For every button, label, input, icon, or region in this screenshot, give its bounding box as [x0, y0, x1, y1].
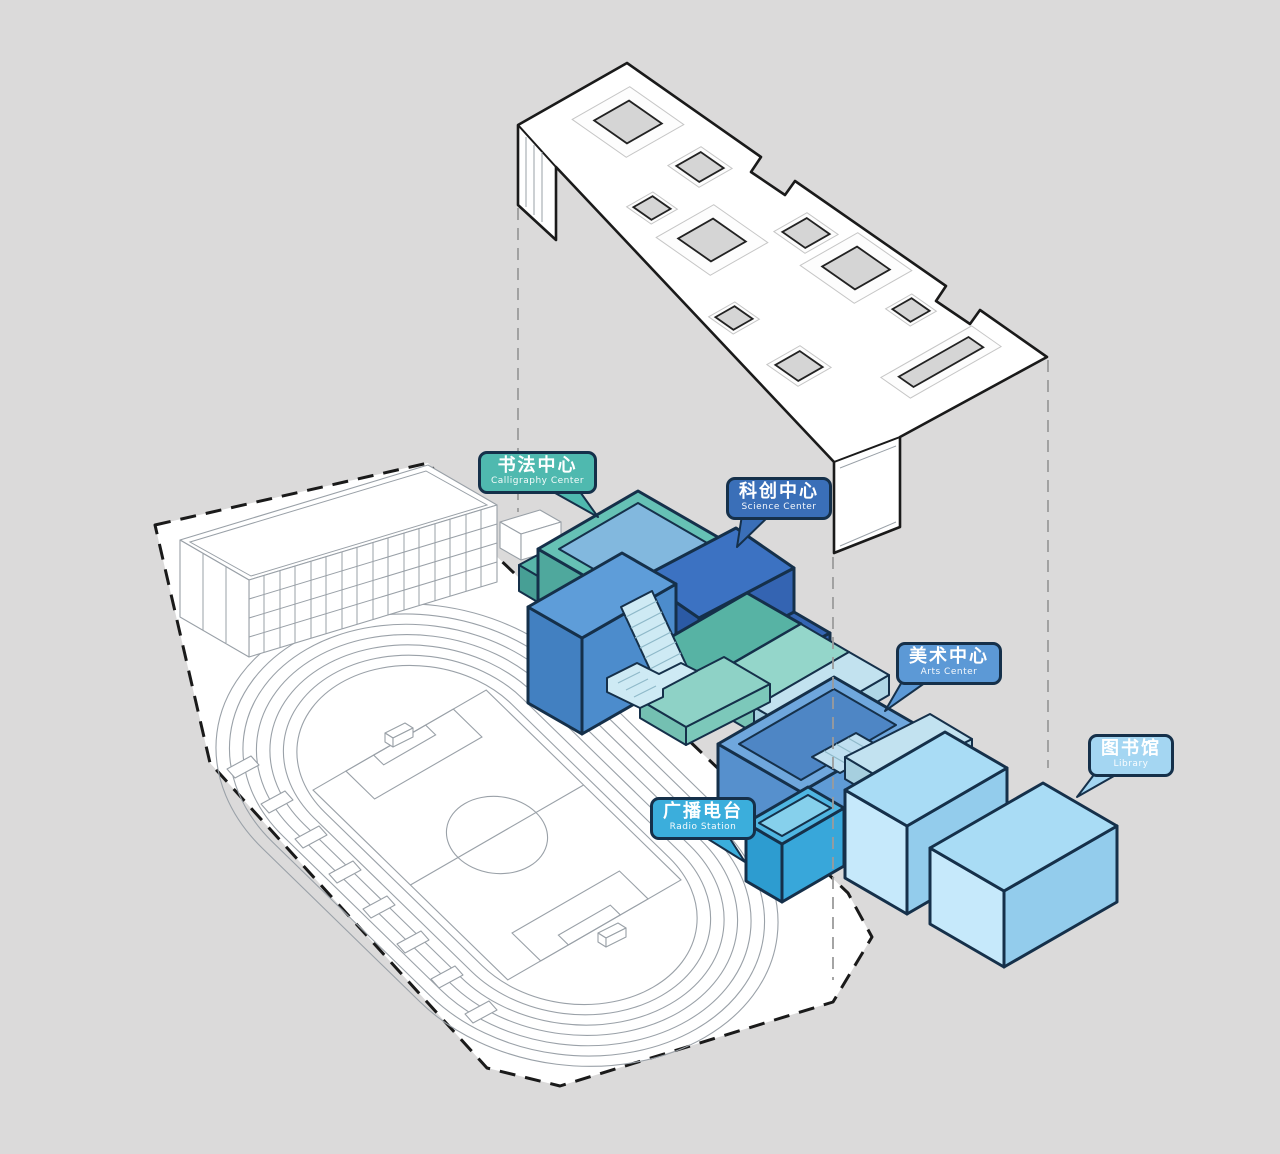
- label-tails: [547, 488, 1122, 863]
- radio-courtyard-floor: [758, 794, 832, 837]
- label-calligraphy-zh: 书法中心: [497, 455, 578, 476]
- exploded-roof-plate: [516, 61, 1049, 555]
- bleacher-steps: [226, 755, 498, 1024]
- roof-skylight-small: [774, 213, 838, 254]
- label-calligraphy-center: 书法中心 Calligraphy Center: [478, 451, 598, 495]
- walkway-arrow: [606, 662, 698, 709]
- roof-skylight-small: [886, 294, 937, 326]
- label-radio-en: Radio Station: [669, 821, 737, 832]
- roof-skylight-large: [572, 87, 684, 158]
- roof-skylight-small: [709, 302, 760, 334]
- label-radio-zh: 广播电台: [663, 801, 743, 822]
- blue-annex-top-face: [526, 551, 678, 640]
- roof-skylight-small: [767, 346, 831, 387]
- roof-skylight-small: [668, 147, 732, 188]
- arts-courtyard-floor: [738, 688, 897, 781]
- label-radio-station: 广播电台 Radio Station: [650, 797, 756, 841]
- building-library: [843, 730, 1119, 969]
- label-arts-center: 美术中心 Arts Center: [896, 642, 1002, 686]
- building-radio-station: [744, 785, 846, 904]
- outdoor-stairs: [606, 590, 698, 709]
- roof-skylight-small: [627, 192, 678, 224]
- roof-fold-crease: [517, 124, 557, 168]
- soccer-goal: [597, 922, 627, 948]
- label-science-en: Science Center: [741, 501, 817, 512]
- label-science-center: 科创中心 Science Center: [726, 477, 832, 521]
- label-science-zh: 科创中心: [739, 481, 819, 502]
- site-boundary-dashed: [153, 461, 874, 1088]
- label-library-zh: 图书馆: [1101, 738, 1161, 759]
- science-top-face: [639, 526, 796, 620]
- roof-skylight-large: [656, 205, 768, 276]
- label-arts-zh: 美术中心: [909, 646, 989, 667]
- label-calligraphy-en: Calligraphy Center: [491, 475, 585, 486]
- label-arts-en: Arts Center: [920, 666, 978, 677]
- soccer-goal: [384, 722, 414, 748]
- existing-building: [179, 464, 562, 658]
- roof-skylight-large: [800, 233, 912, 304]
- library-front-top-face: [928, 781, 1119, 893]
- label-library-en: Library: [1113, 758, 1149, 769]
- library-back-top-face: [843, 730, 1009, 828]
- roof-skylight-slot: [881, 326, 1001, 398]
- label-library: 图书馆 Library: [1088, 734, 1174, 778]
- roof-fold-crease: [833, 436, 901, 463]
